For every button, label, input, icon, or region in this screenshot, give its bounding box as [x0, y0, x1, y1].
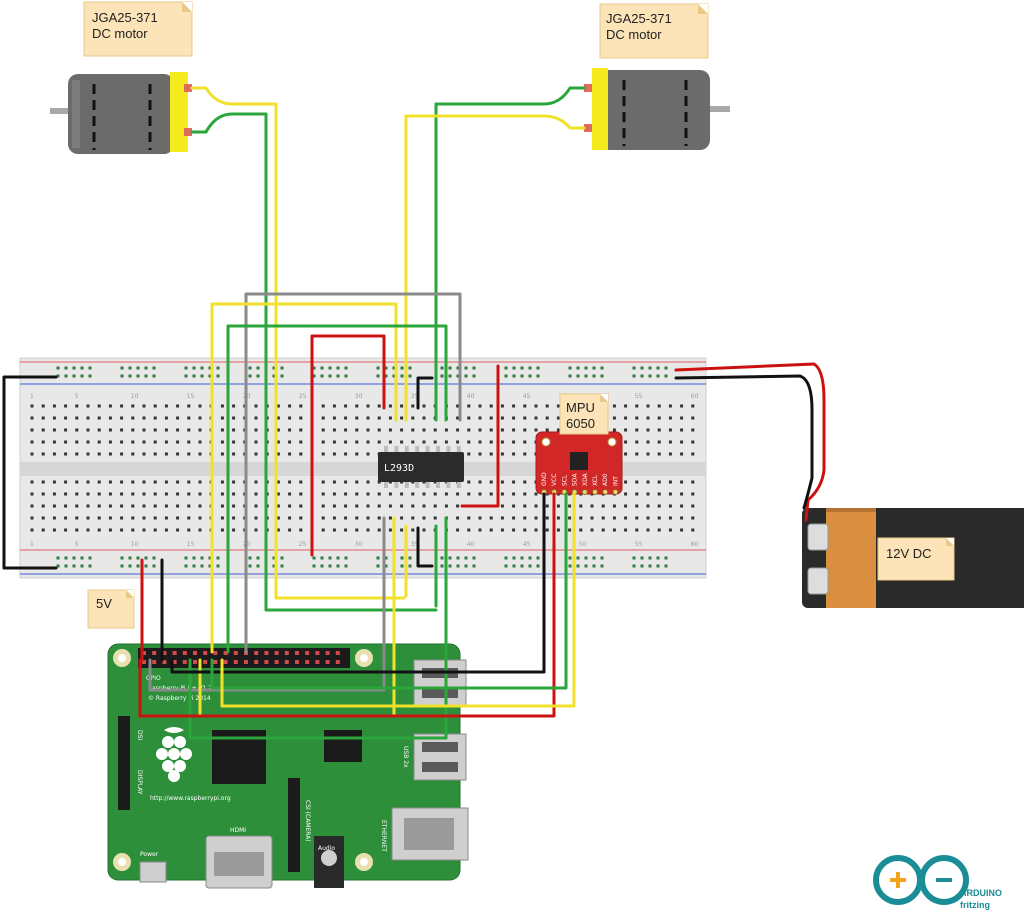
note-motor-right-line2: DC motor — [606, 27, 662, 42]
mpu-pin-label: SCL — [561, 474, 568, 486]
mpu-pin-label: SDA — [572, 473, 579, 486]
note-mpu: MPU 6050 — [559, 393, 609, 435]
raspberry-pi-board: GPIO Raspberry Pi B+ V1.2 © Raspberry Pi… — [107, 643, 469, 889]
note-mpu-line2: 6050 — [566, 416, 595, 431]
mpu-pin-label: XDA — [582, 472, 589, 486]
dsi-label: DSI — [136, 730, 143, 740]
breadboard-column-number: 30 — [355, 393, 363, 400]
note-5v-text: 5V — [96, 596, 112, 611]
breadboard-column-number: 1 — [30, 541, 34, 548]
breadboard-column-number: 40 — [467, 393, 475, 400]
note-motor-left-line2: DC motor — [92, 26, 148, 41]
usb-chip — [324, 730, 362, 762]
ethernet-label: ETHERNET — [380, 820, 387, 852]
power-label: Power — [140, 851, 159, 858]
gpio-label: GPIO — [146, 675, 161, 682]
note-5v: 5V — [87, 589, 135, 629]
note-mpu-line1: MPU — [566, 400, 595, 415]
mpu-pin-label: INT — [612, 476, 619, 486]
breadboard-column-number: 50 — [579, 541, 587, 548]
logo-line2: fritzing — [960, 900, 990, 910]
breadboard-column-number: 15 — [187, 393, 195, 400]
mpu-pin-label: GND — [541, 472, 548, 486]
breadboard-column-number: 35 — [411, 393, 419, 400]
chip-legs — [384, 446, 461, 488]
mpu-pin-label: XCL — [592, 474, 599, 486]
breadboard-column-number: 5 — [75, 393, 79, 400]
breadboard-column-number: 60 — [691, 541, 699, 548]
motor-left — [50, 72, 192, 154]
note-battery-text: 12V DC — [886, 546, 932, 561]
breadboard-column-number: 60 — [691, 393, 699, 400]
mpu-pin-label: AD0 — [602, 473, 609, 486]
mpu-pin-label: VCC — [551, 474, 558, 486]
breadboard-column-number: 30 — [355, 541, 363, 548]
gpio-pins — [142, 651, 340, 664]
wires — [2, 86, 826, 740]
usb-label: USB 2x — [402, 746, 409, 768]
breadboard-column-number: 55 — [635, 541, 643, 548]
breadboard-column-number: 10 — [131, 393, 139, 400]
chip-label: L293D — [384, 463, 414, 474]
note-battery: 12V DC — [877, 537, 955, 581]
board-text-2: © Raspberry Pi 2014 — [148, 695, 211, 702]
logo-line1: ARDUINO — [960, 888, 1002, 898]
breadboard-column-number: 55 — [635, 393, 643, 400]
breadboard-column-number: 15 — [187, 541, 195, 548]
arduino-fritzing-logo-icon: ARDUINO fritzing — [873, 855, 1002, 910]
breadboard-column-number: 45 — [523, 541, 531, 548]
csi-label: CSI (CAMERA) — [304, 800, 311, 842]
breadboard-column-number: 40 — [467, 541, 475, 548]
hdmi-label: HDMI — [230, 827, 246, 834]
url-text: http://www.raspberrypi.org — [150, 795, 231, 802]
breadboard-rail-holes — [56, 366, 668, 568]
note-motor-right-line1: JGA25-371 — [606, 11, 672, 26]
breadboard-column-number: 25 — [299, 541, 307, 548]
breadboard-column-number: 1 — [30, 393, 34, 400]
breadboard-column-number: 35 — [411, 541, 419, 548]
breadboard-column-number: 45 — [523, 393, 531, 400]
audio-label: Audio — [318, 845, 335, 852]
l293d-chip: L293D — [378, 446, 464, 488]
note-motor-left-line1: JGA25-371 — [92, 10, 158, 25]
motor-right — [584, 68, 730, 150]
note-motor-right: JGA25-371 DC motor — [599, 3, 709, 59]
display-label: DISPLAY — [136, 770, 143, 795]
raspberry-logo-icon — [156, 727, 192, 782]
breadboard-column-number: 10 — [131, 541, 139, 548]
breadboard-column-number: 5 — [75, 541, 79, 548]
note-motor-left: JGA25-371 DC motor — [83, 1, 193, 57]
breadboard-column-number: 25 — [299, 393, 307, 400]
